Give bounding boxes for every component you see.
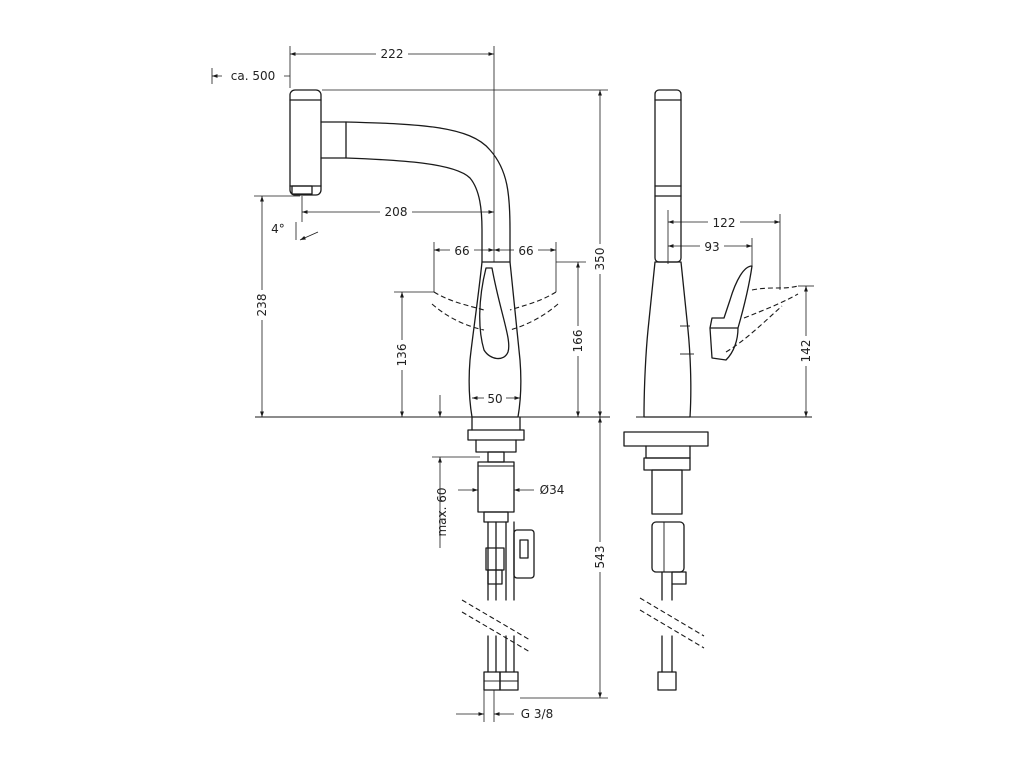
- dim-side-lever-reach: 122: [713, 216, 736, 230]
- dim-side-lever-height: 142: [799, 340, 813, 363]
- front-view: 222 ca. 500 208 4° 66 66 238 136: [211, 46, 610, 722]
- spray-head: [289, 89, 322, 196]
- mounting-shank: [477, 461, 515, 523]
- dim-side-lever-reach-inner: 93: [704, 240, 719, 254]
- dim-thread: G 3/8: [521, 707, 553, 721]
- side-faucet-body: [643, 261, 692, 418]
- dim-lever-right: 66: [518, 244, 533, 258]
- lever-swing-left: [431, 291, 485, 331]
- dim-outlet-height: 238: [255, 294, 269, 317]
- dim-base: 50: [487, 392, 502, 406]
- side-view: 122 93 142: [623, 89, 814, 691]
- side-hose-weight: [651, 521, 687, 585]
- dim-pullout: ca. 500: [231, 69, 275, 83]
- lever-swing-right: [509, 291, 559, 331]
- dim-reach-outlet: 208: [385, 205, 408, 219]
- side-lever: [709, 265, 753, 361]
- faucet-body: [468, 261, 522, 418]
- dim-lever-height-left: 136: [395, 344, 409, 367]
- dim-max-thickness: max. 60: [435, 487, 449, 536]
- dim-hole: Ø34: [540, 483, 565, 497]
- side-supply-hose: [639, 571, 705, 691]
- dim-angle: 4°: [271, 222, 285, 236]
- dim-below-counter: 543: [593, 546, 607, 569]
- dim-reach-total: 222: [381, 47, 404, 61]
- hose-weight: [485, 529, 535, 585]
- dim-overall-height: 350: [593, 248, 607, 271]
- side-mounting-base: [623, 431, 709, 515]
- lever: [479, 267, 510, 360]
- spout: [320, 121, 511, 263]
- mounting-base: [467, 416, 525, 463]
- dim-lever-left: 66: [454, 244, 469, 258]
- side-lever-swing: [725, 285, 799, 353]
- dim-lever-height-right: 166: [571, 330, 585, 353]
